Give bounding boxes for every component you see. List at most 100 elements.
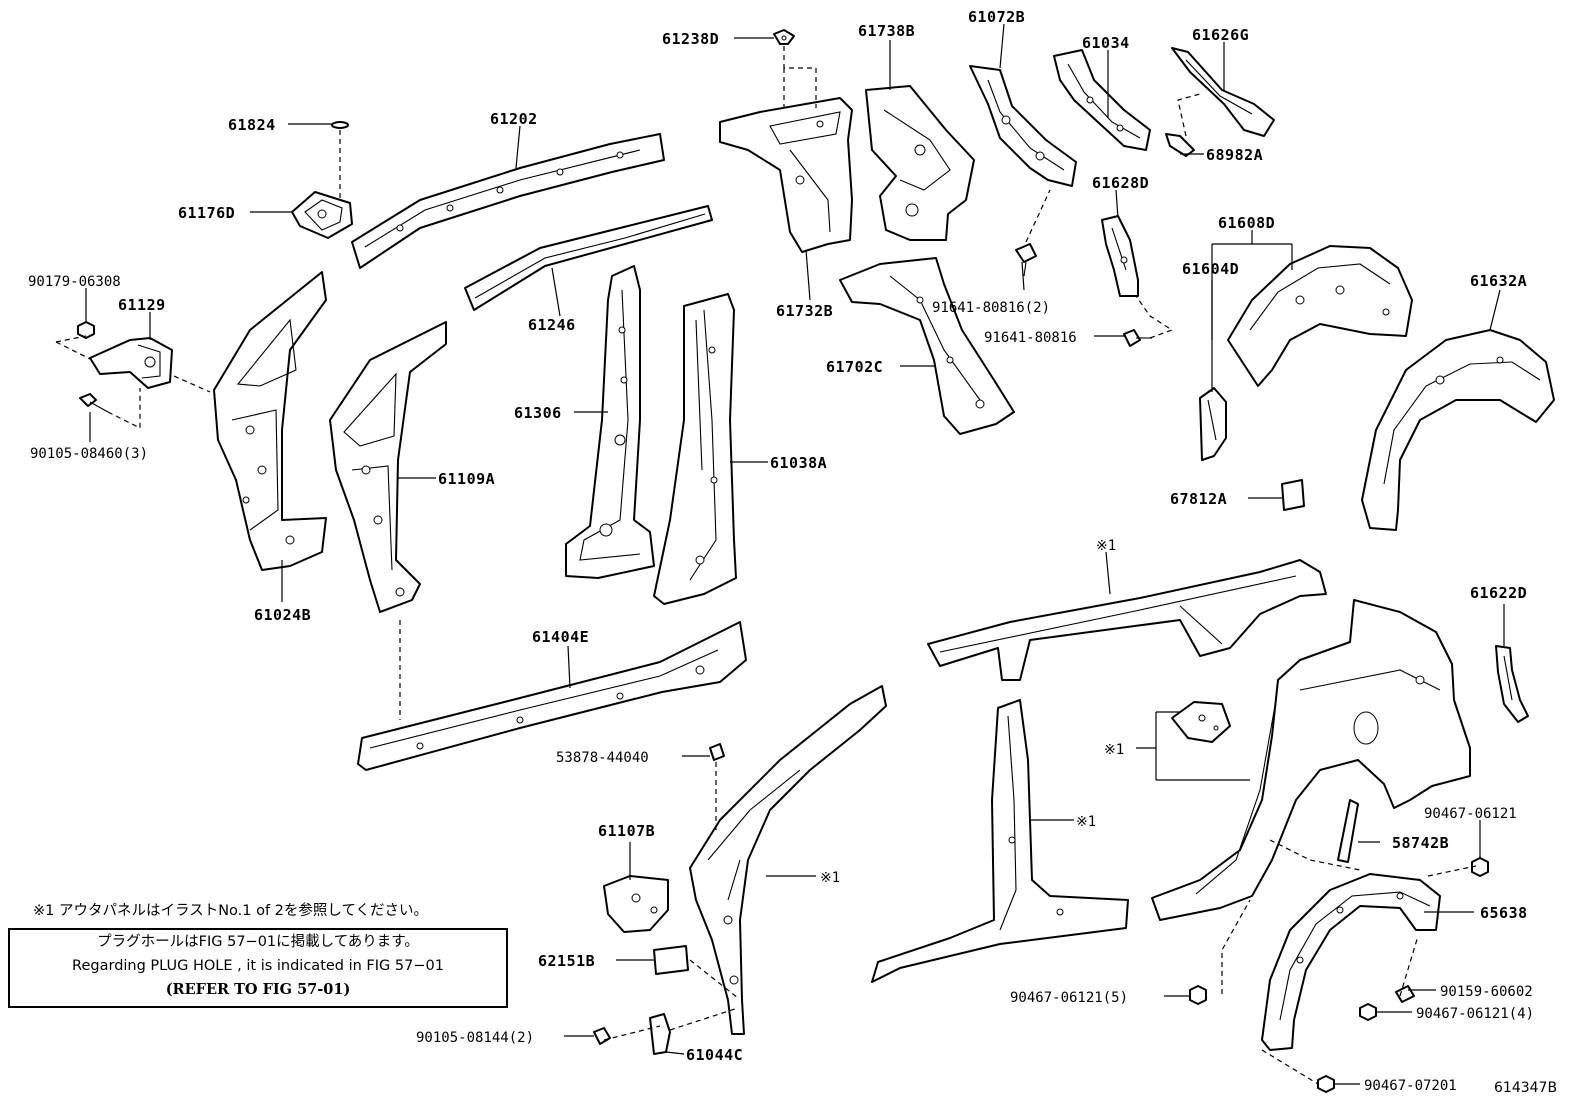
label-61109A: 61109A (438, 470, 495, 488)
label-61604D: 61604D (1182, 260, 1239, 278)
plug-hole-note-en: Regarding PLUG HOLE , it is indicated in… (72, 958, 444, 974)
label-91641-80816: 91641-80816 (984, 330, 1077, 346)
part-61604D (1199, 387, 1227, 461)
label-61176D: 61176D (178, 204, 235, 222)
fastener-90467-07201 (1317, 1075, 1335, 1093)
fastener-90467-06121-5 (1189, 985, 1207, 1005)
label-mark1-apillar: ※1 (820, 870, 840, 886)
label-90105-08460-3: 90105-08460(3) (30, 446, 148, 462)
label-53878-44040: 53878-44040 (556, 750, 649, 766)
part-61732B (719, 97, 853, 253)
part-53878-44040 (709, 743, 725, 761)
label-62151B: 62151B (538, 952, 595, 970)
label-61034: 61034 (1082, 34, 1130, 52)
label-90467-06121-4: 90467-06121(4) (1416, 1006, 1534, 1022)
label-61238D: 61238D (662, 30, 719, 48)
label-61202: 61202 (490, 110, 538, 128)
label-90159-60602: 90159-60602 (1440, 984, 1533, 1000)
label-61824: 61824 (228, 116, 276, 134)
part-61628D (1101, 215, 1139, 297)
plug-hole-note-box: プラグホールはFIG 57−01に掲載してあります。 Regarding PLU… (8, 928, 508, 1008)
part-58742B (1337, 799, 1359, 863)
label-61024B: 61024B (254, 606, 311, 624)
figure-id: 614347B (1494, 1080, 1558, 1096)
leader-lines (85, 23, 1505, 1085)
part-61622D (1495, 645, 1529, 723)
part-61626G (1171, 47, 1275, 137)
part-65638 (1261, 873, 1441, 1051)
label-61626G: 61626G (1192, 26, 1249, 44)
fastener-90105-08144 (593, 1027, 611, 1045)
part-61072B (969, 65, 1077, 187)
label-61107B: 61107B (598, 822, 655, 840)
part-61738B (865, 85, 975, 241)
label-65638: 65638 (1480, 904, 1528, 922)
part-67812A (1281, 479, 1305, 511)
part-61632A (1361, 329, 1555, 531)
part-quarter-panel (1151, 599, 1471, 921)
fastener-90179-06308 (77, 321, 95, 339)
part-a-pillar-outer (689, 685, 887, 1035)
plug-hole-note-jp: プラグホールはFIG 57−01に掲載してあります。 (97, 934, 419, 950)
part-61306 (565, 265, 655, 579)
label-61608D: 61608D (1218, 214, 1275, 232)
label-90467-06121-5: 90467-06121(5) (1010, 990, 1128, 1006)
label-61732B: 61732B (776, 302, 833, 320)
fastener-91641-80816-lower (1123, 329, 1152, 347)
part-61404E (357, 621, 747, 771)
fastener-90105-08460 (79, 393, 109, 413)
part-62151B (653, 945, 689, 975)
part-61034 (1053, 49, 1151, 151)
label-61622D: 61622D (1470, 584, 1527, 602)
label-61738B: 61738B (858, 22, 915, 40)
part-61129 (89, 337, 173, 389)
label-61129: 61129 (118, 296, 166, 314)
label-68982A: 68982A (1206, 146, 1263, 164)
part-center-pillar-outer (871, 699, 1129, 983)
label-61246: 61246 (528, 316, 576, 334)
part-61608D (1227, 245, 1413, 387)
fastener-90159-60602 (1395, 985, 1415, 1003)
part-61246 (464, 205, 713, 311)
part-61702C (839, 257, 1015, 435)
label-mark1-pillar: ※1 (1076, 814, 1096, 830)
part-61038A (653, 293, 737, 605)
label-91641-80816-2: 91641-80816(2) (932, 300, 1050, 316)
part-61109A (329, 321, 447, 613)
part-68982A (1165, 133, 1195, 157)
part-outer-bracket (1171, 701, 1231, 743)
part-61824 (331, 121, 349, 129)
label-61306: 61306 (514, 404, 562, 422)
part-roof-side-outer (927, 559, 1327, 681)
label-90179-06308: 90179-06308 (28, 274, 121, 290)
label-90105-08144-2: 90105-08144(2) (416, 1030, 534, 1046)
fastener-91641-80816-upper (1015, 243, 1037, 277)
label-67812A: 67812A (1170, 490, 1227, 508)
label-61044C: 61044C (686, 1046, 743, 1064)
label-61072B: 61072B (968, 8, 1025, 26)
label-61628D: 61628D (1092, 174, 1149, 192)
label-58742B: 58742B (1392, 834, 1449, 852)
part-61176D (291, 191, 353, 239)
label-90467-07201: 90467-07201 (1364, 1078, 1457, 1094)
label-61632A: 61632A (1470, 272, 1527, 290)
part-labels: 61238D 61738B 61072B 61034 61626G 61824 … (28, 8, 1534, 1094)
outer-panel-note: ※1 アウタパネルはイラストNo.1 of 2を参照してください。 (33, 903, 429, 919)
part-61044C (649, 1013, 671, 1055)
label-61038A: 61038A (770, 454, 827, 472)
refer-to-fig-link[interactable]: (REFER TO FIG 57-01) (165, 981, 351, 998)
dashed-guides (55, 46, 1477, 1085)
label-mark1-roof: ※1 (1096, 538, 1116, 554)
label-mark1-bracket: ※1 (1104, 742, 1124, 758)
label-61702C: 61702C (826, 358, 883, 376)
fastener-90467-06121-4 (1359, 1003, 1377, 1021)
part-61107B (603, 875, 669, 933)
part-61202 (351, 133, 665, 269)
part-61024B (213, 271, 327, 571)
label-90467-06121: 90467-06121 (1424, 806, 1517, 822)
fastener-90467-06121 (1471, 857, 1489, 877)
label-61404E: 61404E (532, 628, 589, 646)
part-61238D (773, 29, 795, 45)
